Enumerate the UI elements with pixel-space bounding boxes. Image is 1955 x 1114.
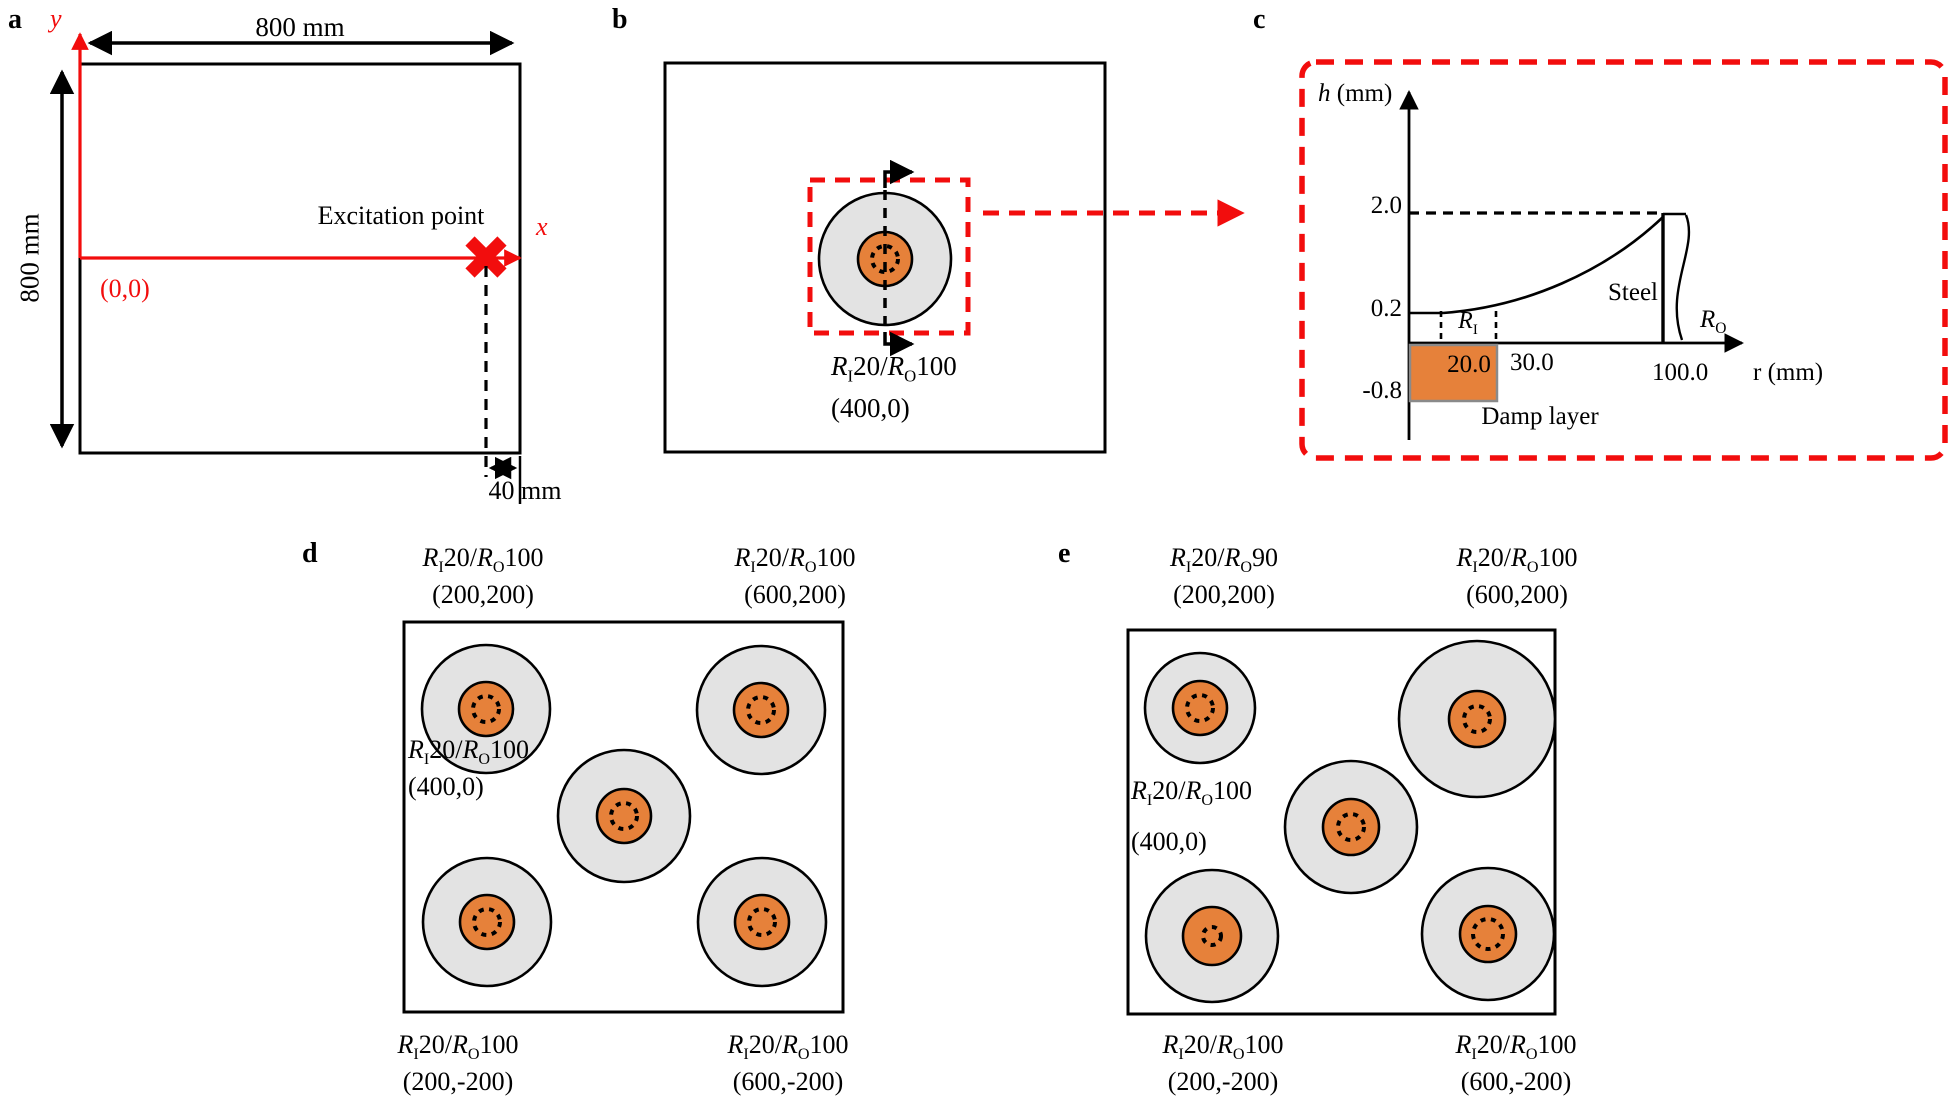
offset-dimension-label: 40 mm <box>488 476 562 505</box>
abh-d-200-200 <box>420 643 552 775</box>
tick-30mm: 30.0 <box>1510 349 1554 376</box>
origin-label: (0,0) <box>100 274 150 303</box>
abh-profile-curve <box>1442 216 1664 315</box>
abh-coord-b: (400,0) <box>831 393 910 423</box>
plate-width-label: 800 mm <box>255 12 345 42</box>
cut-direction-arrow-bottom <box>883 331 915 357</box>
panel-d-graphics <box>402 620 845 1014</box>
panel-a-letter: a <box>8 4 22 35</box>
damp-layer-rect <box>1408 343 1499 403</box>
abh-d-label-center: RI20/RO100(400,0) <box>408 735 530 802</box>
abh-e-label-center: RI20/RO100(400,0) <box>1131 776 1253 857</box>
r-axis-title: r (mm) <box>1753 359 1824 386</box>
abh-e-600--200 <box>1420 866 1556 1002</box>
abh-d-label-bottom-left: RI20/RO100(200,-200) <box>397 1030 519 1097</box>
tick-02mm: 0.2 <box>1370 295 1402 322</box>
plate-b-outline <box>663 61 1107 454</box>
abh-inner-circle <box>856 230 914 288</box>
x-axis-label: x <box>536 212 548 241</box>
plate-d-outline <box>402 620 845 1014</box>
tick-neg08mm: -0.8 <box>1362 377 1402 404</box>
abh-d-600-200 <box>695 644 827 776</box>
panel-d-letter: d <box>302 538 318 569</box>
abh-d-label-top-right: RI20/RO100(600,200) <box>734 543 856 610</box>
tick-100mm: 100.0 <box>1652 359 1709 386</box>
damp-layer-label: Damp layer <box>1481 403 1599 430</box>
panel-b-letter: b <box>612 4 628 35</box>
abh-e-200--200 <box>1144 868 1280 1004</box>
abh-d-label-bottom-right: RI20/RO100(600,-200) <box>727 1030 849 1097</box>
plate-e-outline <box>1126 628 1557 1016</box>
ro-region-label: RO <box>1700 306 1727 337</box>
panel-a-graphics <box>49 30 522 504</box>
tick-20mm: 20.0 <box>1447 351 1491 378</box>
abh-e-600-200 <box>1397 639 1557 799</box>
abh-d-200--200 <box>421 856 553 988</box>
panel-c-graphics <box>1299 59 1948 461</box>
abh-d-600--200 <box>696 856 828 988</box>
break-wavy-line <box>1675 214 1691 341</box>
abh-e-label-top-left: RI20/RO90(200,200) <box>1169 543 1279 610</box>
plate-height-label: 800 mm <box>14 213 45 303</box>
y-axis-label: y <box>50 4 62 33</box>
excitation-point-marker <box>465 236 507 278</box>
cut-direction-arrow-top <box>883 159 915 188</box>
ri-region-label: RI <box>1458 308 1478 338</box>
tick-2mm: 2.0 <box>1370 192 1402 219</box>
abh-e-400-0 <box>1283 759 1419 895</box>
abh-label-b: RI20/RO100 <box>831 351 957 386</box>
panel-e-graphics <box>1126 628 1557 1016</box>
abh-center-dashed-circle <box>870 244 900 274</box>
excitation-point-label: Excitation point <box>317 201 485 230</box>
panel-c-letter: c <box>1253 4 1266 35</box>
panel-b-graphics <box>663 61 1107 454</box>
abh-e-label-bottom-left: RI20/RO100(200,-200) <box>1162 1030 1284 1097</box>
h-axis-title: h (mm) <box>1318 80 1393 107</box>
abh-d-400-0 <box>556 748 692 884</box>
abh-d-label-top-left: RI20/RO100(200,200) <box>422 543 544 610</box>
steel-label: Steel <box>1608 279 1658 306</box>
abh-e-200-200-ro90 <box>1143 651 1257 765</box>
panel-e-letter: e <box>1058 538 1071 569</box>
detail-panel-border <box>1299 59 1948 461</box>
abh-e-label-bottom-right: RI20/RO100(600,-200) <box>1455 1030 1577 1097</box>
zoom-region-box <box>807 177 971 336</box>
abh-e-label-top-right: RI20/RO100(600,200) <box>1456 543 1578 610</box>
